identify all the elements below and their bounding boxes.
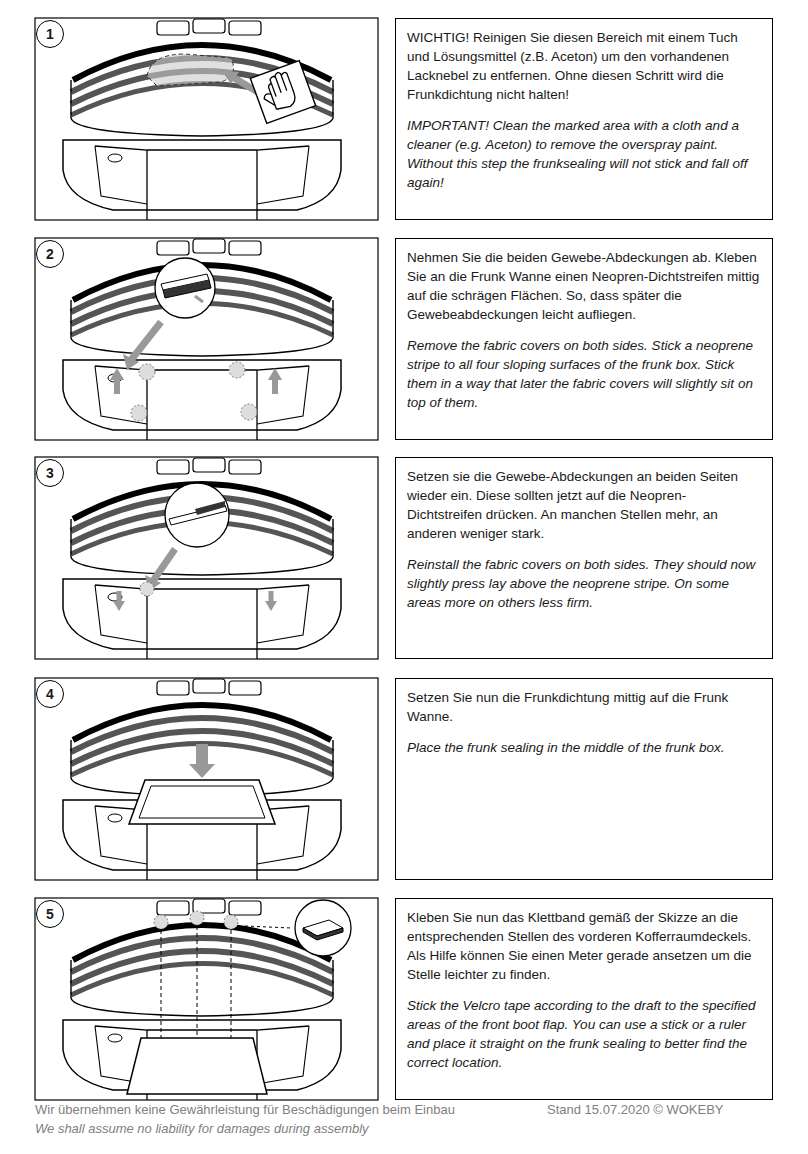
instruction-text-english: Place the frunk sealing in the middle of… bbox=[407, 738, 761, 757]
instruction-box: Kleben Sie nun das Klettband gemäß der S… bbox=[395, 898, 773, 1100]
instruction-text-english: IMPORTANT! Clean the marked area with a … bbox=[407, 116, 761, 192]
frunk-illustration bbox=[35, 457, 378, 659]
callout-number: 4 bbox=[46, 686, 54, 702]
instruction-text-english: Stick the Velcro tape according to the d… bbox=[407, 996, 761, 1072]
step-number-circle: 4 bbox=[36, 680, 64, 708]
frunk-illustration bbox=[35, 678, 378, 880]
frunk-illustration bbox=[35, 18, 378, 220]
frunk-illustration bbox=[35, 238, 378, 440]
instruction-text-german: Setzen Sie nun die Frunkdichtung mittig … bbox=[407, 688, 761, 726]
step-number-circle: 1 bbox=[36, 20, 64, 48]
frunk-illustration bbox=[35, 898, 378, 1100]
instruction-text-english: Remove the fabric covers on both sides. … bbox=[407, 336, 761, 412]
footer-note: Stand 15.07.2020 © WOKEBY bbox=[547, 1102, 724, 1117]
instruction-text-english: Reinstall the fabric covers on both side… bbox=[407, 555, 761, 612]
callout-number: 5 bbox=[46, 906, 54, 922]
instruction-box: WICHTIG! Reinigen Sie diesen Bereich mit… bbox=[395, 18, 773, 220]
callout-number: 3 bbox=[46, 465, 54, 481]
callout-number: 1 bbox=[46, 26, 54, 42]
instruction-box: Nehmen Sie die beiden Gewebe-Abdeckungen… bbox=[395, 238, 773, 440]
instruction-text-german: Nehmen Sie die beiden Gewebe-Abdeckungen… bbox=[407, 248, 761, 324]
instruction-text-german: Setzen sie die Gewebe-Abdeckungen an bei… bbox=[407, 467, 761, 543]
instruction-box: Setzen Sie nun die Frunkdichtung mittig … bbox=[395, 678, 773, 880]
instruction-box: Setzen sie die Gewebe-Abdeckungen an bei… bbox=[395, 457, 773, 659]
step-number-circle: 2 bbox=[36, 240, 64, 268]
callout-number: 2 bbox=[46, 246, 54, 262]
step-number-circle: 5 bbox=[36, 900, 64, 928]
step-number-circle: 3 bbox=[36, 459, 64, 487]
footer-note: Wir übernehmen keine Gewährleistung für … bbox=[35, 1102, 455, 1117]
footer-note: We shall assume no liability for damages… bbox=[35, 1121, 369, 1136]
instruction-text-german: Kleben Sie nun das Klettband gemäß der S… bbox=[407, 908, 761, 984]
instruction-text-german: WICHTIG! Reinigen Sie diesen Bereich mit… bbox=[407, 28, 761, 104]
